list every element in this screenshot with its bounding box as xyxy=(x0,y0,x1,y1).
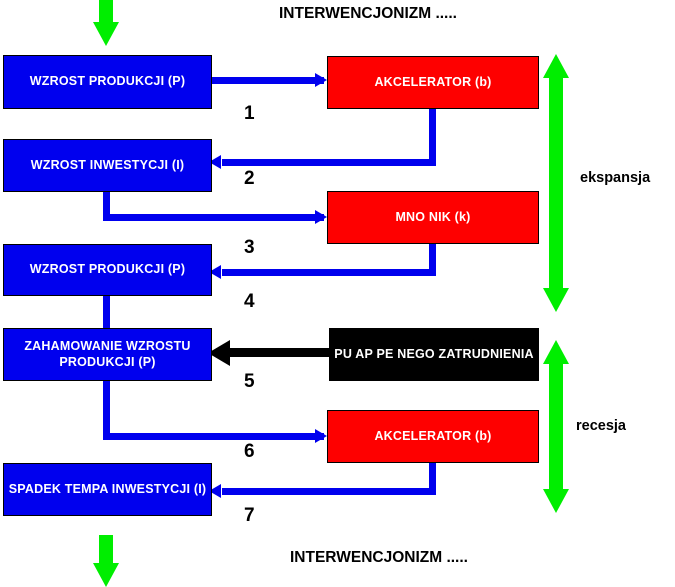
connector-3-arrowhead xyxy=(315,210,327,224)
entry-arrow-tip xyxy=(93,22,119,46)
exit-arrow-tip xyxy=(93,563,119,587)
box-akcelerator-2[interactable]: AKCELERATOR (b) xyxy=(327,410,539,463)
expansion-arrow-tip-down xyxy=(543,288,569,312)
title-top: INTERWENCJONIZM ..... xyxy=(279,5,457,22)
connector-2-horizontal xyxy=(222,159,436,166)
connector-1-horizontal xyxy=(212,77,324,84)
connector-3-horizontal xyxy=(103,214,324,221)
connector-6-horizontal xyxy=(103,433,324,440)
step-number-5: 5 xyxy=(244,371,255,392)
connector-2-vertical xyxy=(429,108,436,166)
title-bottom: INTERWENCJONIZM ..... xyxy=(290,549,468,566)
connector-7-horizontal xyxy=(222,488,436,495)
box-spadek-tempa-inwestycji[interactable]: SPADEK TEMPA INWESTYCJI (I) xyxy=(3,463,212,516)
connector-5-vertical xyxy=(103,295,110,331)
connector-7-vertical xyxy=(429,462,436,495)
box-akcelerator-1[interactable]: AKCELERATOR (b) xyxy=(327,56,539,109)
step-number-4: 4 xyxy=(244,291,255,312)
box-mnoznik[interactable]: MNO NIK (k) xyxy=(327,191,539,244)
connector-4-arrowhead xyxy=(209,265,221,279)
step-number-3: 3 xyxy=(244,237,255,258)
step-number-2: 2 xyxy=(244,168,255,189)
entry-arrow-shaft xyxy=(99,0,113,24)
connector-1-arrowhead xyxy=(315,73,327,87)
box-wzrost-produkcji-2[interactable]: WZROST PRODUKCJI (P) xyxy=(3,244,212,296)
connector-black-horizontal xyxy=(229,348,329,357)
box-zahamowanie-wzrostu[interactable]: ZAHAMOWANIE WZROSTU PRODUKCJI (P) xyxy=(3,328,212,381)
recession-arrow-shaft xyxy=(549,360,563,492)
step-number-7: 7 xyxy=(244,505,255,526)
expansion-arrow-shaft xyxy=(549,74,563,292)
exit-arrow-shaft xyxy=(99,535,113,565)
connector-black-arrowhead xyxy=(208,340,230,366)
connector-7-arrowhead xyxy=(209,484,221,498)
connector-4-horizontal xyxy=(222,269,436,276)
connector-6-arrowhead xyxy=(315,429,327,443)
connector-6-vertical xyxy=(103,380,110,435)
connector-4-vertical xyxy=(429,243,436,276)
connector-2-arrowhead xyxy=(209,155,221,169)
step-number-6: 6 xyxy=(244,441,255,462)
connector-3-vertical xyxy=(103,191,110,221)
box-wzrost-inwestycji[interactable]: WZROST INWESTYCJI (I) xyxy=(3,139,212,192)
box-wzrost-produkcji-1[interactable]: WZROST PRODUKCJI (P) xyxy=(3,55,212,109)
box-pulap-pelnego-zatrudnienia[interactable]: PU AP PE NEGO ZATRUDNIENIA xyxy=(329,328,539,381)
phase-label-expansion: ekspansja xyxy=(580,170,651,186)
step-number-1: 1 xyxy=(244,103,255,124)
recession-arrow-tip-down xyxy=(543,489,569,513)
phase-label-recession: recesja xyxy=(576,418,626,434)
